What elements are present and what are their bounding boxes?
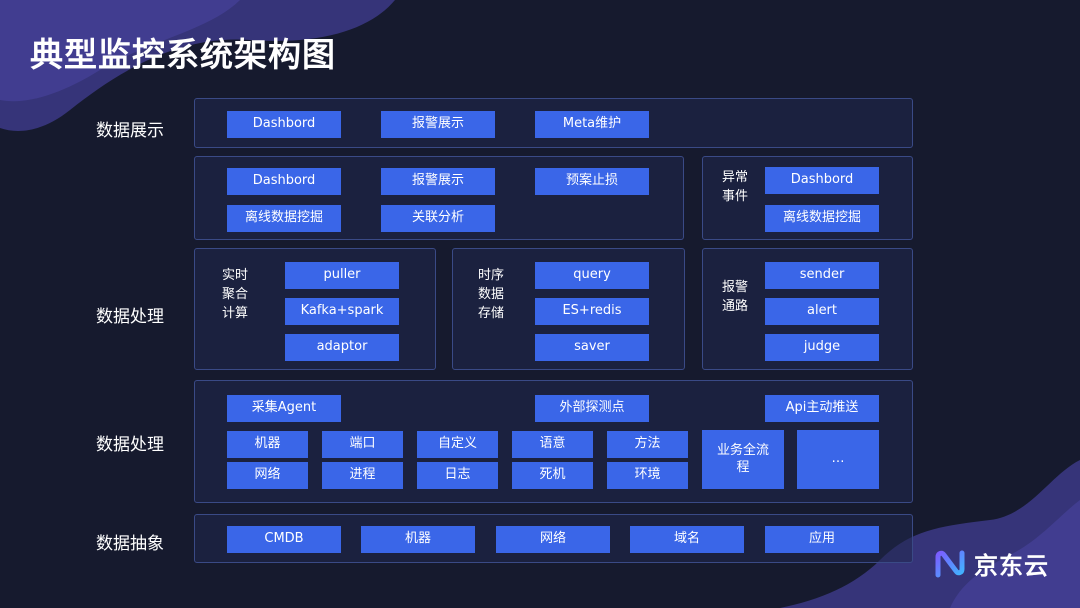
layer-label-abstraction: 数据抽象: [96, 534, 164, 554]
page-title: 典型监控系统架构图: [30, 35, 336, 74]
business-flow-button[interactable]: 业务全流程: [702, 430, 784, 489]
storage-label-line: 存储: [478, 306, 505, 321]
dashboard-button[interactable]: Dashbord: [227, 111, 341, 138]
adaptor-button[interactable]: adaptor: [285, 334, 399, 361]
sender-button[interactable]: sender: [765, 262, 879, 289]
collect-log-button[interactable]: 日志: [417, 462, 498, 489]
api-push-button[interactable]: Api主动推送: [765, 395, 879, 422]
contingency-plan-button[interactable]: 预案止损: [535, 168, 649, 195]
realtime-label-line: 聚合: [222, 287, 249, 302]
abstract-network-button[interactable]: 网络: [496, 526, 610, 553]
jdcloud-logo: 京东云: [934, 546, 1049, 581]
collect-process-button[interactable]: 进程: [322, 462, 403, 489]
saver-button[interactable]: saver: [535, 334, 649, 361]
layer-label-display: 数据展示: [96, 121, 164, 141]
alert-button[interactable]: alert: [765, 298, 879, 325]
jdcloud-logo-icon: [935, 550, 965, 577]
realtime-label: 实时 聚合 计算: [222, 266, 248, 323]
alarm-display-button[interactable]: 报警展示: [381, 168, 495, 195]
query-button[interactable]: query: [535, 262, 649, 289]
layer-label-processing-collect: 数据处理: [96, 435, 164, 455]
collect-agent-button[interactable]: 采集Agent: [227, 395, 341, 422]
alarm-path-label: 报警 通路: [722, 278, 748, 316]
external-probe-button[interactable]: 外部探测点: [535, 395, 649, 422]
jdcloud-logo-text: 京东云: [974, 552, 1049, 580]
correlation-analysis-button[interactable]: 关联分析: [381, 205, 495, 232]
collect-port-button[interactable]: 端口: [322, 431, 403, 458]
collect-method-button[interactable]: 方法: [607, 431, 688, 458]
alarm-path-label-line: 报警: [722, 280, 749, 295]
alarm-path-label-line: 通路: [722, 299, 749, 314]
collect-custom-button[interactable]: 自定义: [417, 431, 498, 458]
abstract-machine-button[interactable]: 机器: [361, 526, 475, 553]
layer-label-processing: 数据处理: [96, 307, 164, 327]
storage-label-line: 时序: [478, 268, 505, 283]
es-redis-button[interactable]: ES+redis: [535, 298, 649, 325]
event-dashboard-button[interactable]: Dashbord: [765, 167, 879, 194]
collect-crash-button[interactable]: 死机: [512, 462, 593, 489]
meta-maintain-button[interactable]: Meta维护: [535, 111, 649, 138]
offline-mining-button[interactable]: 离线数据挖掘: [227, 205, 341, 232]
realtime-label-line: 计算: [222, 306, 249, 321]
alarm-display-button[interactable]: 报警展示: [381, 111, 495, 138]
realtime-label-line: 实时: [222, 268, 249, 283]
collect-network-button[interactable]: 网络: [227, 462, 308, 489]
abstract-application-button[interactable]: 应用: [765, 526, 879, 553]
event-offline-mining-button[interactable]: 离线数据挖掘: [765, 205, 879, 232]
collect-machine-button[interactable]: 机器: [227, 431, 308, 458]
dashboard-button[interactable]: Dashbord: [227, 168, 341, 195]
storage-label-line: 数据: [478, 287, 505, 302]
collect-environment-button[interactable]: 环境: [607, 462, 688, 489]
cmdb-button[interactable]: CMDB: [227, 526, 341, 553]
abstract-domain-button[interactable]: 域名: [630, 526, 744, 553]
anomaly-event-label: 异常 事件: [722, 168, 748, 206]
collect-semantic-button[interactable]: 语意: [512, 431, 593, 458]
more-button[interactable]: …: [797, 430, 879, 489]
anomaly-event-label-line: 事件: [722, 189, 749, 204]
anomaly-event-label-line: 异常: [722, 170, 749, 185]
storage-label: 时序 数据 存储: [478, 266, 504, 323]
judge-button[interactable]: judge: [765, 334, 879, 361]
kafka-spark-button[interactable]: Kafka+spark: [285, 298, 399, 325]
puller-button[interactable]: puller: [285, 262, 399, 289]
